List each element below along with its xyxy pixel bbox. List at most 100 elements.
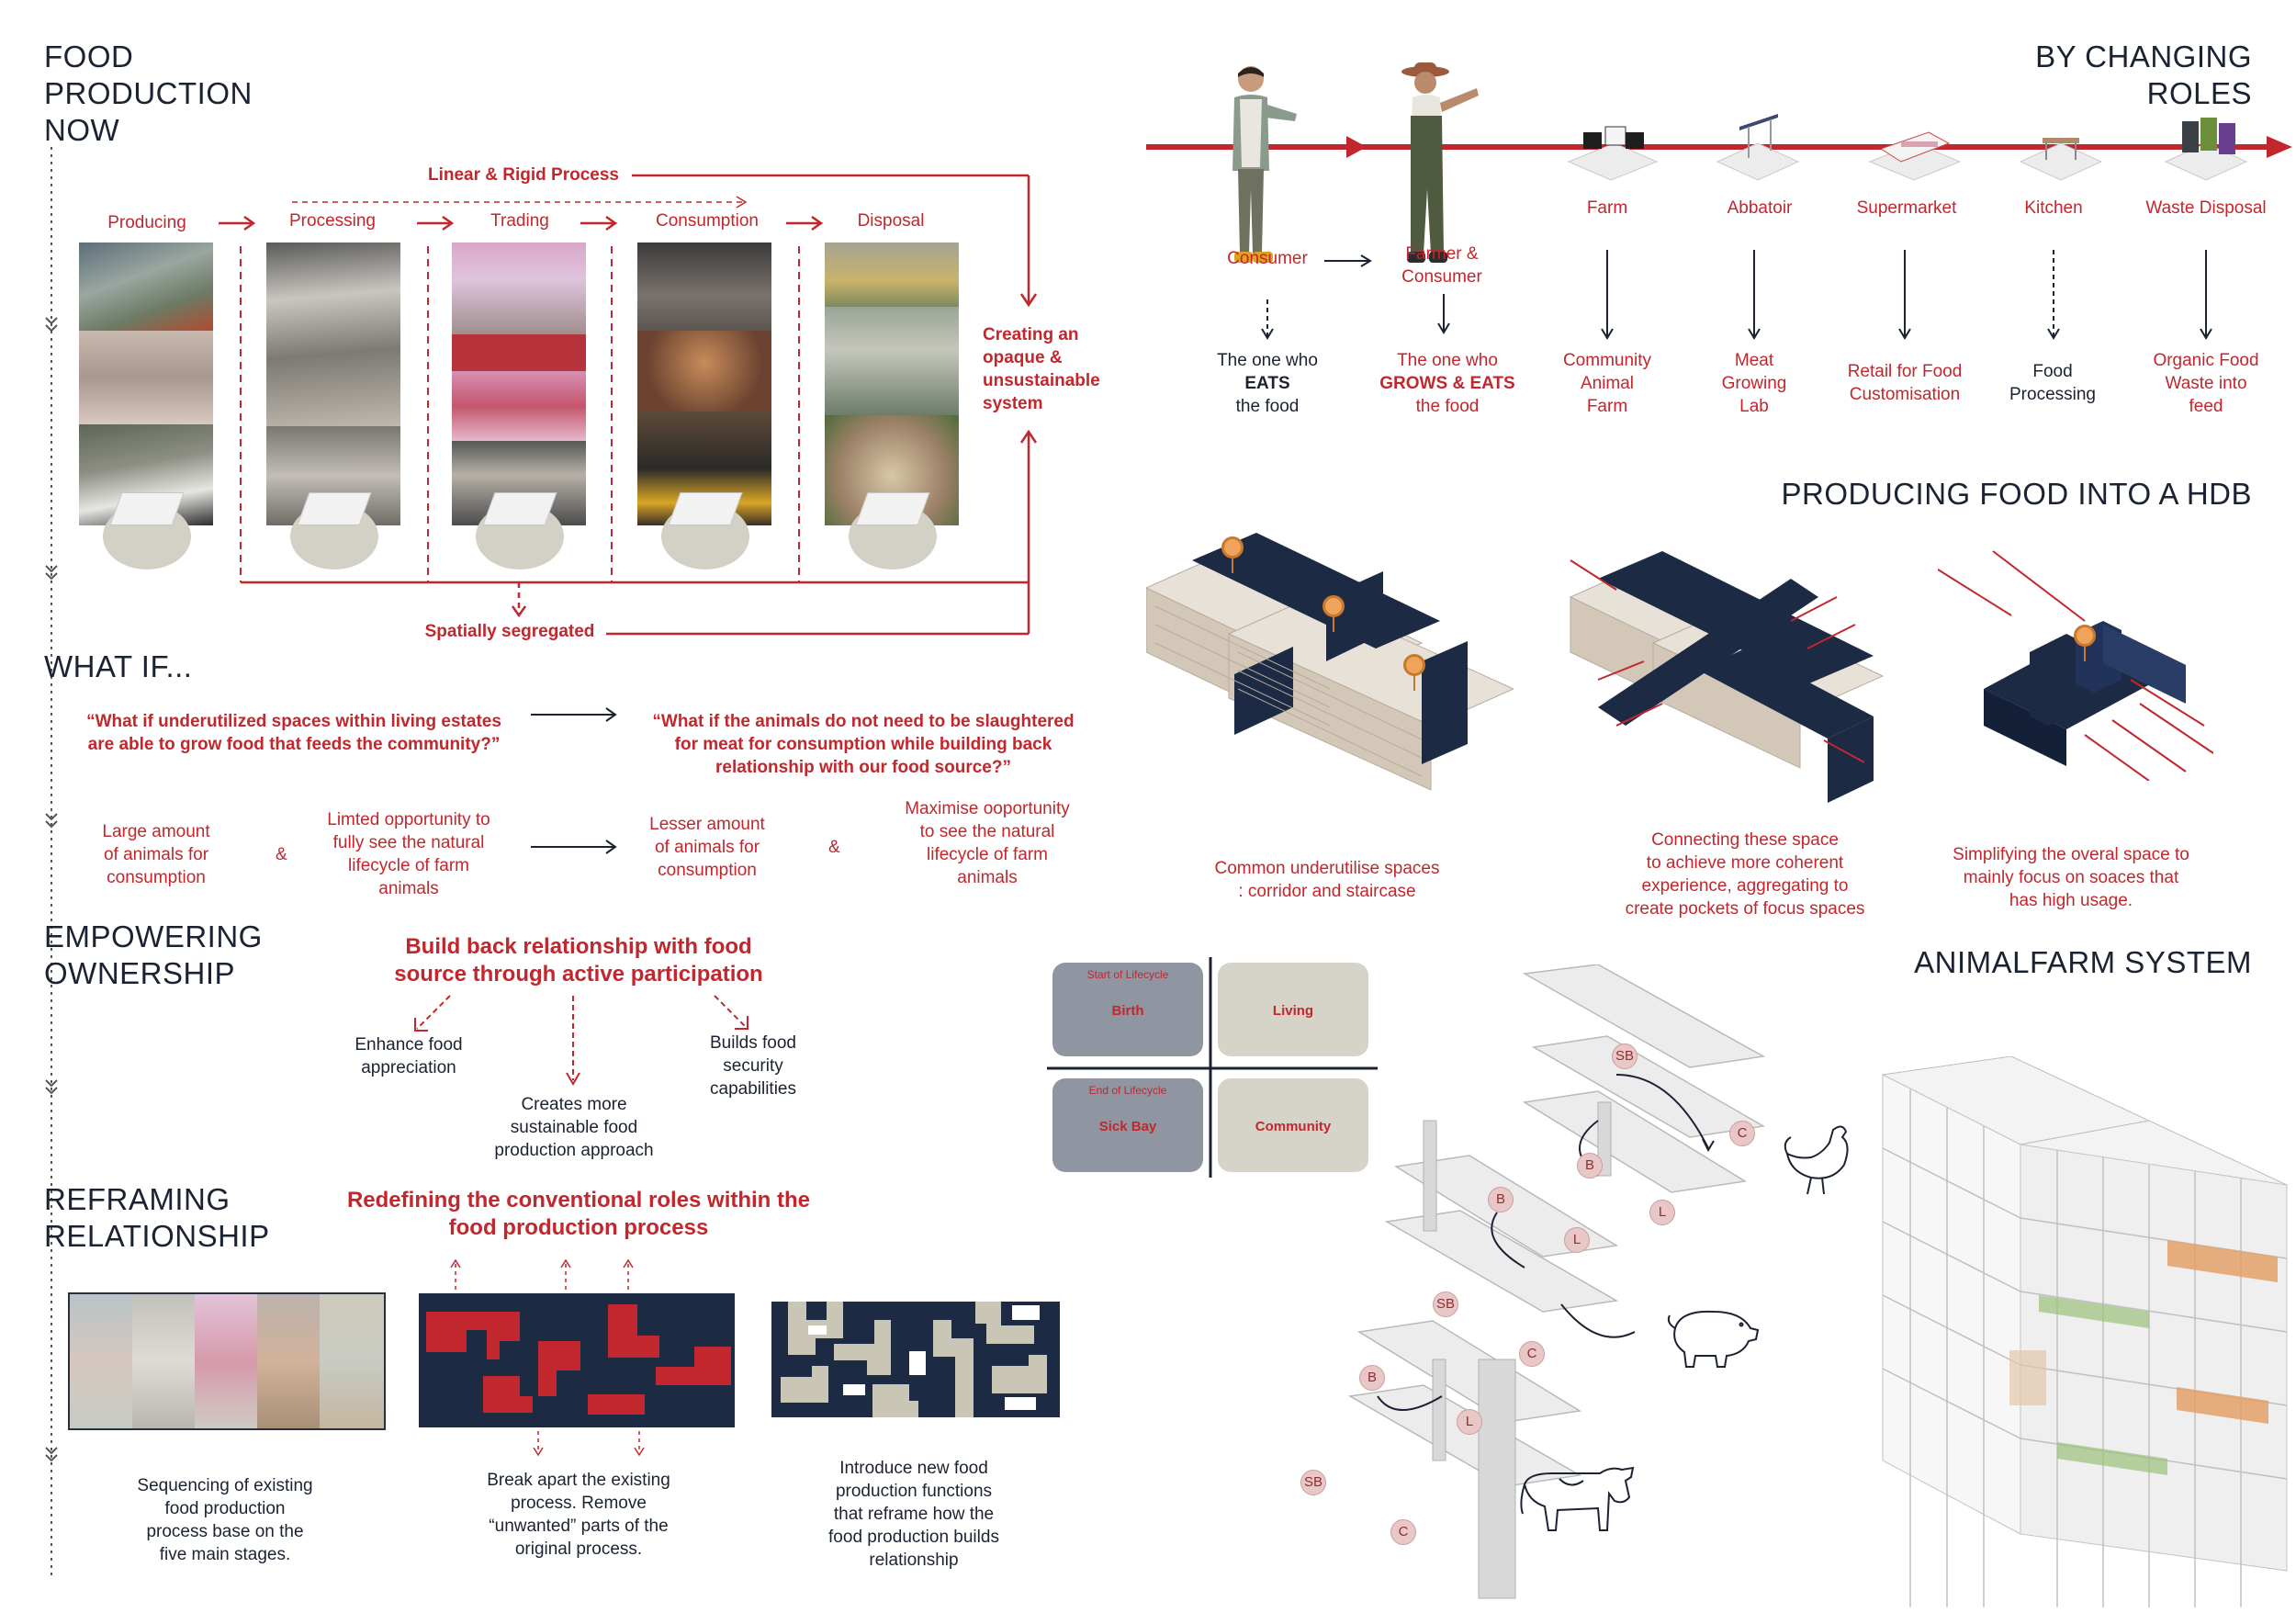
photo-producing: [79, 242, 213, 525]
photo-trading: [452, 242, 586, 525]
result-retail-customisation: Retail for Food Customisation: [1847, 362, 1963, 404]
farmer-description: The one who GROWS & EATS the food: [1379, 351, 1515, 416]
kitchen-model-icon: [661, 492, 749, 570]
condition-limited-opportunity: Limted opportunity to fully see the natu…: [327, 810, 490, 898]
abattoir-stage-icon: [1716, 114, 1800, 181]
result-meat-growing-lab: Meat Growing Lab: [1721, 351, 1787, 416]
consumer-description: The one who EATS the food: [1217, 351, 1318, 416]
empowering-title: Build back relationship with food source…: [394, 934, 763, 987]
stage-waste-disposal: Waste Disposal: [2145, 198, 2267, 218]
quadrant-living: Living: [1218, 963, 1368, 1056]
result-food-processing: Food Processing: [2009, 362, 2096, 404]
node-living: L: [1457, 1409, 1482, 1435]
stage-consumption: Consumption: [656, 211, 759, 231]
pin-stem: [2084, 645, 2086, 661]
node-sick-bay: SB: [1612, 1043, 1638, 1069]
node-birth: B: [1488, 1187, 1514, 1212]
node-community: C: [1390, 1519, 1416, 1545]
waste-bins-stage-icon: [2164, 118, 2248, 181]
photo-processing: [266, 242, 400, 525]
stage-producing: Producing: [107, 213, 186, 232]
sequencing-strip: [68, 1292, 386, 1430]
condition-large-amount: Large amount of animals for consumption: [102, 822, 210, 887]
result-community-animal-farm: Community Animal Farm: [1562, 351, 1652, 416]
caption-underutilise: Common underutilise spaces : corridor an…: [1214, 859, 1440, 901]
benefit-security: Builds food security capabilities: [709, 1033, 796, 1099]
stage-supermarket: Supermarket: [1856, 198, 1957, 218]
quadrant-sick-bay: End of Lifecycle Sick Bay: [1052, 1078, 1203, 1172]
spatially-segregated-label: Spatially segregated: [424, 622, 595, 641]
node-community: C: [1729, 1121, 1755, 1146]
opaque-system-label: Creating an opaque & unsustainable syste…: [983, 325, 1100, 413]
farmer-figure-icon: [1401, 62, 1479, 263]
pin-stem: [1413, 674, 1415, 691]
benefit-sustainable: Creates more sustainable food production…: [494, 1095, 654, 1160]
node-sick-bay: SB: [1433, 1291, 1458, 1317]
stage-processing: Processing: [289, 211, 376, 231]
stage-disposal: Disposal: [857, 211, 925, 231]
pig-icon: [1667, 1310, 1760, 1368]
hdb-block-underutilised: [1146, 533, 1514, 791]
heading-reframing-relationship: REFRAMING RELATIONSHIP: [44, 1182, 270, 1253]
caption-simplifying: Simplifying the overal space to mainly f…: [1953, 845, 2189, 910]
break-apart-diagram: [419, 1258, 735, 1457]
photo-consumption: [637, 242, 771, 525]
location-pin-icon: [2074, 625, 2096, 647]
heading-hdb: PRODUCING FOOD INTO A HDB: [1781, 477, 2252, 511]
benefit-appreciation: Enhance food appreciation: [355, 1035, 463, 1077]
location-pin-icon: [1221, 536, 1244, 558]
role-down-arrows: [1261, 250, 2212, 340]
heading-what-if: WHAT IF...: [44, 649, 193, 683]
condition-lesser-amount: Lesser amount of animals for consumption: [649, 815, 765, 880]
amp-1: &: [276, 845, 287, 864]
farm-stage-icon: [1567, 126, 1659, 181]
pin-stem: [1232, 557, 1233, 573]
question-underutilized: “What if underutilized spaces within liv…: [86, 712, 501, 754]
node-community: C: [1519, 1341, 1545, 1367]
empowering-arrows: [414, 995, 748, 1086]
stage-trading: Trading: [490, 211, 549, 231]
roles-timeline-arrow: [1146, 136, 2292, 158]
photo-disposal: [825, 242, 959, 525]
heading-animalfarm: ANIMALFARM SYSTEM: [1914, 945, 2252, 979]
animalfarm-building-model: [1881, 1056, 2289, 1607]
arrow-conditions: [531, 840, 617, 854]
abattoir-model-icon: [290, 492, 378, 570]
heading-food-production-now: FOOD PRODUCTION NOW: [44, 39, 253, 147]
pin-stem: [1333, 615, 1334, 632]
quadrant-community: Community: [1218, 1078, 1368, 1172]
location-pin-icon: [1322, 595, 1345, 617]
quadrant-birth: Start of Lifecycle Birth: [1052, 963, 1203, 1056]
result-organic-waste-feed: Organic Food Waste into feed: [2153, 351, 2259, 416]
node-birth: B: [1359, 1365, 1385, 1391]
node-living: L: [1564, 1227, 1590, 1253]
bins-model-icon: [849, 492, 937, 570]
question-animals: “What if the animals do not need to be s…: [652, 712, 1075, 777]
quadrant-axes: [1047, 957, 1378, 1178]
consumer-figure-icon: [1232, 66, 1297, 263]
role-consumer: Consumer: [1227, 249, 1308, 268]
introduce-new-diagram: [771, 1302, 1060, 1417]
desc-sequencing: Sequencing of existing food production p…: [137, 1476, 313, 1564]
node-living: L: [1649, 1200, 1675, 1225]
arrow-questions: [531, 707, 617, 722]
location-pin-icon: [1403, 654, 1425, 676]
hdb-block-connecting: [1569, 551, 1885, 803]
supermarket-stage-icon: [1868, 131, 1962, 181]
condition-maximise-opportunity: Maximise ooportunity to see the natural …: [905, 799, 1070, 887]
supermarket-model-icon: [476, 492, 564, 570]
node-birth: B: [1577, 1153, 1603, 1179]
reframing-title: Redefining the conventional roles within…: [346, 1188, 811, 1240]
stage-farm: Farm: [1586, 198, 1628, 218]
role-farmer-consumer: Farmer & Consumer: [1401, 244, 1482, 287]
arrow-consumer-to-farmer: [1324, 254, 1372, 267]
desc-introduce-new: Introduce new food production functions …: [828, 1459, 999, 1570]
heading-changing-roles: BY CHANGING ROLES: [2035, 39, 2252, 110]
node-sick-bay: SB: [1300, 1470, 1326, 1495]
hdb-block-simplified: [1938, 550, 2213, 781]
chicken-icon: [1784, 1125, 1849, 1195]
animal-levels-diagram: [1347, 964, 1766, 1599]
desc-break-apart: Break apart the existing process. Remove…: [487, 1471, 670, 1559]
stage-abbatoir: Abbatoir: [1727, 198, 1793, 218]
kitchen-stage-icon: [2019, 138, 2103, 181]
